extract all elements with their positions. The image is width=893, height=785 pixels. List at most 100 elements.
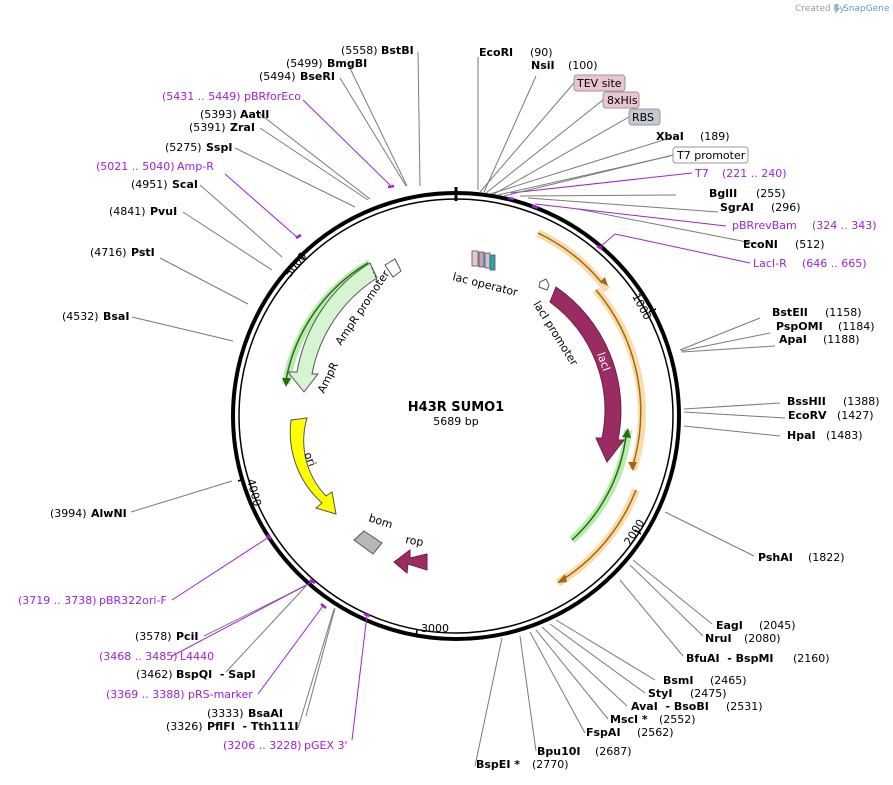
svg-text:(5021 .. 5040): (5021 .. 5040) bbox=[96, 160, 175, 173]
primer-label-pbrrevbam[interactable]: pBRrevBam(324 .. 343) bbox=[732, 219, 877, 232]
svg-text:EcoRI: EcoRI bbox=[479, 46, 513, 59]
primer-label-pgex3[interactable]: (3206 .. 3228)pGEX 3' bbox=[223, 739, 348, 752]
map-title: H43R SUMO1 bbox=[408, 400, 504, 415]
primer-label-laci-r[interactable]: LacI-R (646 .. 665) bbox=[753, 257, 867, 270]
enzyme-label-fspai[interactable]: FspAI(2562) bbox=[586, 726, 674, 739]
enzyme-label-econi[interactable]: EcoNI(512) bbox=[743, 238, 825, 251]
svg-text:EagI: EagI bbox=[716, 619, 743, 632]
primer-label-amp-r[interactable]: (5021 .. 5040)Amp-R bbox=[96, 160, 214, 173]
svg-text:ZraI: ZraI bbox=[230, 121, 255, 134]
enzyme-label-ecorv[interactable]: EcoRV (1427) bbox=[788, 409, 874, 422]
svg-text:(3333): (3333) bbox=[207, 707, 244, 720]
svg-text:(1388): (1388) bbox=[843, 395, 880, 408]
rop-label: rop bbox=[404, 533, 424, 549]
svg-text:pGEX 3': pGEX 3' bbox=[304, 739, 348, 752]
svg-text:(2531): (2531) bbox=[726, 700, 763, 713]
tick-marks bbox=[237, 252, 657, 638]
svg-text:pBRforEco: pBRforEco bbox=[244, 90, 301, 103]
svg-text:(100): (100) bbox=[568, 59, 598, 72]
svg-text:(4716): (4716) bbox=[90, 246, 127, 259]
green-track-right-arrow bbox=[622, 428, 631, 438]
svg-text:(255): (255) bbox=[756, 187, 786, 200]
svg-text:(4532): (4532) bbox=[62, 310, 99, 323]
enzyme-label-pshai[interactable]: PshAI(1822) bbox=[758, 551, 845, 564]
enzyme-label-bfuai-bspmi[interactable]: BfuAI - BspMI (2160) bbox=[686, 652, 830, 665]
svg-text:(4951): (4951) bbox=[131, 178, 168, 191]
enzyme-label-sspi[interactable]: (5275) SspI bbox=[165, 141, 232, 154]
enzyme-label-avai-bsobi[interactable]: AvaI - BsoBI (2531) bbox=[631, 700, 763, 713]
svg-text:(189): (189) bbox=[700, 130, 730, 143]
svg-text:PciI: PciI bbox=[176, 630, 198, 643]
tick-label-5000: 5000 bbox=[282, 250, 309, 280]
enzyme-label-bsteii[interactable]: BstEII(1158) bbox=[772, 306, 862, 319]
enzyme-label-bspei[interactable]: BspEI *(2770) bbox=[476, 758, 569, 771]
svg-text:BglII: BglII bbox=[709, 187, 737, 200]
svg-text:(1427): (1427) bbox=[837, 409, 874, 422]
enzyme-label-pvui[interactable]: (4841)PvuI bbox=[109, 205, 177, 218]
enzyme-label-ecori[interactable]: EcoRI(90) bbox=[479, 46, 553, 59]
green-track-right-line bbox=[571, 435, 627, 541]
laci-gene-label: lacI bbox=[594, 351, 613, 373]
enzyme-label-scai[interactable]: (4951)ScaI bbox=[131, 178, 198, 191]
svg-text:(2687): (2687) bbox=[595, 745, 632, 758]
svg-text:SspI: SspI bbox=[206, 141, 232, 154]
svg-text:MscI *: MscI * bbox=[610, 713, 648, 726]
svg-text:ApaI: ApaI bbox=[779, 333, 807, 346]
enzyme-label-bseri[interactable]: (5494)BseRI bbox=[259, 70, 335, 83]
laci-promoter-glyph bbox=[538, 278, 550, 291]
enzyme-label-hpai[interactable]: HpaI(1483) bbox=[787, 429, 863, 442]
primer-label-l4440[interactable]: (3468 .. 3485)L4440 bbox=[99, 650, 214, 663]
tick-label-3000: 3000 bbox=[421, 622, 449, 635]
enzyme-label-bsai[interactable]: (4532)BsaI bbox=[62, 310, 129, 323]
enzyme-label-bsshii[interactable]: BssHII(1388) bbox=[787, 395, 880, 408]
enzyme-label-styi[interactable]: StyI(2475) bbox=[648, 687, 727, 700]
svg-text:(3326): (3326) bbox=[166, 720, 203, 733]
enzyme-label-nsii[interactable]: NsiI(100) bbox=[531, 59, 598, 72]
enzyme-label-nrui[interactable]: NruI(2080) bbox=[705, 632, 781, 645]
primer-label-pbr322ori-f[interactable]: (3719 .. 3738)pBR322ori-F bbox=[18, 594, 167, 607]
svg-text:(4841): (4841) bbox=[109, 205, 146, 218]
svg-text:(1158): (1158) bbox=[825, 306, 862, 319]
svg-text:(5275): (5275) bbox=[165, 141, 202, 154]
enzyme-label-bstbi[interactable]: (5558)BstBI bbox=[341, 44, 414, 57]
enzyme-label-msci[interactable]: MscI * (2552) bbox=[610, 713, 696, 726]
enzyme-label-bglii[interactable]: BglII (255) bbox=[709, 187, 786, 200]
svg-text:(2552): (2552) bbox=[659, 713, 696, 726]
primer-label-t7[interactable]: T7(221 .. 240) bbox=[694, 167, 787, 180]
svg-text:(2160): (2160) bbox=[793, 652, 830, 665]
svg-text:BspEI *: BspEI * bbox=[476, 758, 520, 771]
enzyme-label-zrai[interactable]: (5391)ZraI bbox=[189, 121, 255, 134]
svg-text:HpaI: HpaI bbox=[787, 429, 816, 442]
svg-text:BfuAI - BspMI: BfuAI - BspMI bbox=[686, 652, 774, 665]
enzyme-label-aatii[interactable]: (5393)AatII bbox=[200, 108, 269, 121]
svg-text:PstI: PstI bbox=[131, 246, 155, 259]
enzyme-label-psti[interactable]: (4716) PstI bbox=[90, 246, 155, 259]
svg-text:PspOMI: PspOMI bbox=[776, 320, 823, 333]
svg-text:BmgBI: BmgBI bbox=[327, 57, 367, 70]
primer-label-pbrforeco[interactable]: (5431 .. 5449)pBRforEco bbox=[162, 90, 301, 103]
enzyme-label-bmgbi[interactable]: (5499)BmgBI bbox=[286, 57, 367, 70]
enzyme-label-pcii[interactable]: (3578)PciI bbox=[135, 630, 198, 643]
enzyme-label-bsaai[interactable]: (3333)BsaAI bbox=[207, 707, 283, 720]
enzyme-label-eagi[interactable]: EagI(2045) bbox=[716, 619, 796, 632]
enzyme-label-xbai[interactable]: XbaI(189) bbox=[656, 130, 730, 143]
enzyme-label-apai[interactable]: ApaI(1188) bbox=[779, 333, 860, 346]
svg-text:Amp-R: Amp-R bbox=[177, 160, 214, 173]
orange-track-1-line bbox=[537, 232, 603, 284]
svg-text:T7: T7 bbox=[694, 167, 709, 180]
enzyme-label-bpu10i[interactable]: Bpu10I(2687) bbox=[537, 745, 632, 758]
enzyme-label-alwni[interactable]: (3994)AlwNI bbox=[50, 507, 127, 520]
enzyme-label-sgrai[interactable]: SgrAI(296) bbox=[720, 201, 801, 214]
enzyme-label-pspomi[interactable]: PspOMI(1184) bbox=[776, 320, 875, 333]
svg-text:L4440: L4440 bbox=[180, 650, 214, 663]
enzyme-label-bsmi[interactable]: BsmI(2465) bbox=[663, 674, 747, 687]
svg-text:AvaI - BsoBI: AvaI - BsoBI bbox=[631, 700, 709, 713]
enzyme-label-bspqi-sapi[interactable]: (3462)BspQI - SapI bbox=[136, 668, 256, 681]
primer-label-prs-marker[interactable]: (3369 .. 3388)pRS-marker bbox=[106, 688, 253, 701]
svg-text:EcoRV: EcoRV bbox=[788, 409, 827, 422]
svg-text:(646 .. 665): (646 .. 665) bbox=[802, 257, 867, 270]
svg-text:LacI-R: LacI-R bbox=[753, 257, 787, 270]
svg-text:(5494): (5494) bbox=[259, 70, 296, 83]
enzyme-label-pflfi-tth111i[interactable]: (3326)PflFI - Tth111I bbox=[166, 720, 299, 733]
